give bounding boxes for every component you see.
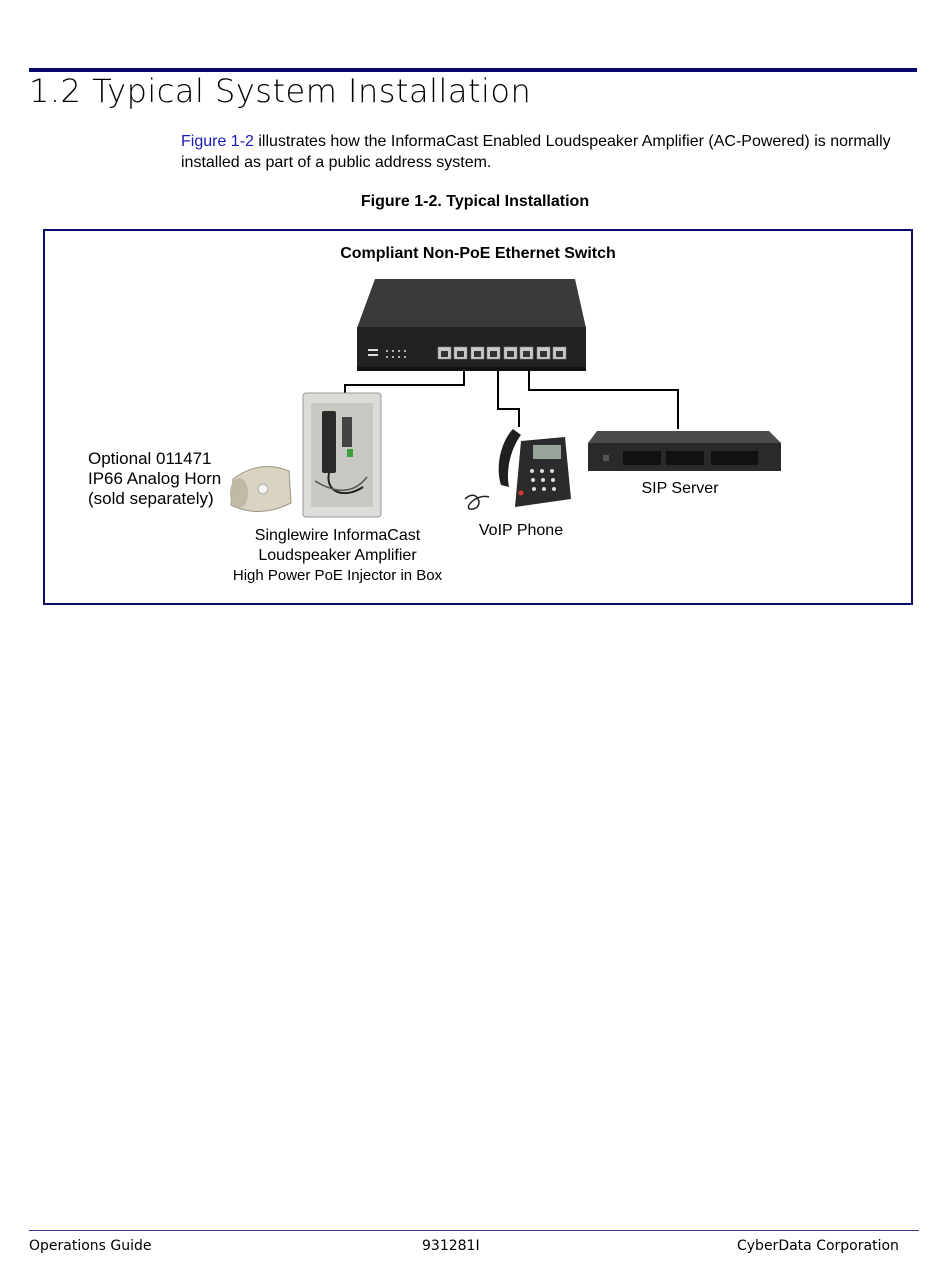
amplifier-label-line3: High Power PoE Injector in Box xyxy=(232,567,443,584)
section-title: 1.2 Typical System Installation xyxy=(29,72,532,110)
voip-phone-label: VoIP Phone xyxy=(478,522,564,539)
horn-label-line1: Optional 011471 xyxy=(88,449,212,468)
analog-horn-icon xyxy=(230,466,292,513)
sip-server-icon xyxy=(588,431,781,471)
sip-server-label: SIP Server xyxy=(641,480,719,497)
horn-label-line3: (sold separately) xyxy=(88,489,214,508)
ethernet-switch-icon xyxy=(357,279,586,371)
footer-document-number: 931281I xyxy=(422,1238,480,1254)
figure-caption: Figure 1-2. Typical Installation xyxy=(360,193,590,210)
figure-link[interactable]: Figure 1-2 xyxy=(181,133,254,150)
amplifier-label-line2: Loudspeaker Amplifier xyxy=(258,547,417,564)
switch-title: Compliant Non-PoE Ethernet Switch xyxy=(340,245,616,262)
figure-diagram: Compliant Non-PoE Ethernet Switch xyxy=(43,229,913,605)
intro-text: illustrates how the InformaCast Enabled … xyxy=(181,133,891,171)
installation-diagram xyxy=(230,279,781,518)
cable-switch-to-sip-server xyxy=(528,356,679,429)
cable-switch-to-phone xyxy=(497,356,520,427)
footer-guide-title: Operations Guide xyxy=(29,1238,152,1254)
horn-label: Optional 011471 IP66 Analog Horn (sold s… xyxy=(88,449,221,509)
horn-label-line2: IP66 Analog Horn xyxy=(88,469,222,488)
section-top-rule xyxy=(29,68,917,72)
footer-rule xyxy=(29,1230,919,1231)
amplifier-enclosure-icon xyxy=(302,392,382,518)
footer-company: CyberData Corporation xyxy=(737,1238,899,1254)
amplifier-label-line1: Singlewire InformaCast xyxy=(254,527,421,544)
voip-phone-icon xyxy=(464,429,571,510)
amplifier-label: Singlewire InformaCast Loudspeaker Ampli… xyxy=(215,526,460,586)
intro-paragraph: Figure 1-2 illustrates how the InformaCa… xyxy=(181,131,921,173)
